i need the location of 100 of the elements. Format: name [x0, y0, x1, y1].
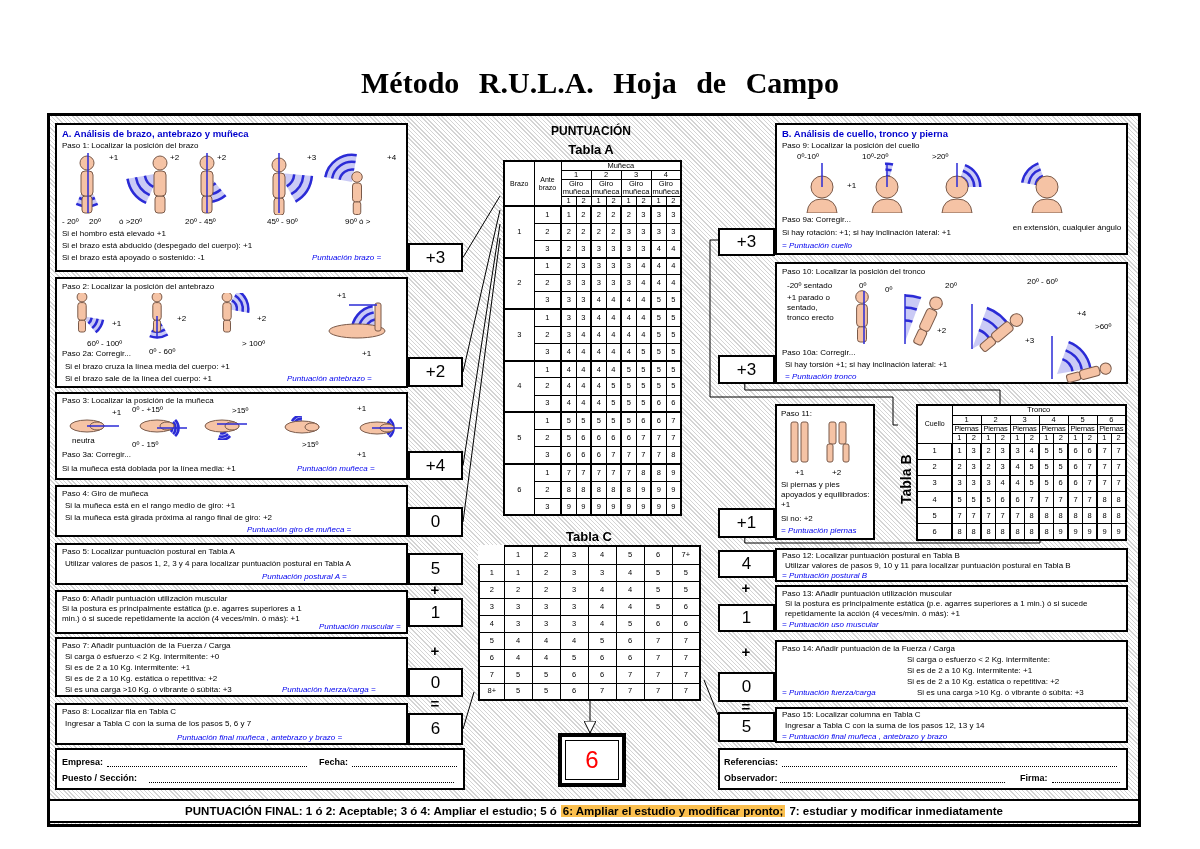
score-label: +4	[1077, 309, 1087, 319]
score-caption: Puntuación fuerza/carga =	[282, 685, 376, 695]
angle-label: 60º - 100º	[87, 339, 123, 349]
instruction-text: Si piernas y pies apoyados y equilibrados: +1	[781, 480, 871, 510]
step-title: Paso 10: Localizar la posición del tronco	[782, 267, 926, 277]
angle-label: 90º ó >	[345, 217, 371, 227]
score-label: +1	[357, 404, 367, 414]
arrow	[583, 699, 597, 734]
score-box: 5	[718, 712, 775, 742]
step-title: Paso 14: Añadir puntuación de la Fuerza / Carga	[782, 644, 955, 654]
score-caption: Puntuación muscular =	[319, 622, 401, 632]
step-panel	[775, 585, 1128, 632]
score-caption: Puntuación postural A =	[262, 572, 347, 582]
angle-label: 0º-10º	[797, 152, 819, 162]
instruction-text: Ingresar a Tabla C con la suma de los pasos 12, 13 y 14	[785, 721, 985, 731]
instruction-text: Si la muñeca está girada próxima al rango final de giro: +2	[65, 513, 272, 523]
leader-line	[462, 195, 501, 258]
step-panel	[775, 262, 1128, 384]
step-title: Paso 11:	[781, 409, 812, 419]
step-panel	[775, 548, 1128, 582]
score-scale-bar	[48, 799, 1140, 823]
instruction-text: Si carga o esfuerzo < 2 Kg. intermitente:	[907, 655, 1050, 665]
score-box: +3	[718, 355, 775, 384]
angle-label: >15º	[232, 406, 249, 416]
score-label: +1	[362, 349, 372, 359]
instruction-text: Si hay torsión +1; si hay inclinación lateral: +1	[785, 360, 948, 370]
instruction-text: Si la postura es principalmente estática (p.e. agarres superiores a 1 min.) ó si sucede repetidamente la acción (4 veces/min. ó más): +1	[62, 604, 303, 624]
step-title: Paso 2: Localizar la posición del antebrazo	[62, 282, 215, 292]
leader-line	[744, 383, 1001, 405]
instruction-text: Si hay rotación: +1; si hay inclinación lateral: +1	[782, 228, 951, 238]
instruction-text: Si es una carga >10 Kg. ó vibrante ó súbita: +3	[917, 688, 1084, 698]
angle-label: 0º	[885, 285, 893, 295]
score-box: +3	[408, 243, 463, 272]
operator-sign: +	[741, 645, 751, 659]
field-label: Observador:	[724, 773, 778, 783]
step-panel	[55, 590, 408, 634]
angle-label: neutra	[72, 436, 95, 446]
instruction-text: Si el hombro está elevado +1	[62, 229, 166, 239]
step-title: Paso 6: Añadir puntuación utilización muscular	[62, 594, 228, 604]
operator-sign: +	[430, 583, 440, 597]
angle-label: 45º - 90º	[267, 217, 298, 227]
instruction-text: Ingresar a Tabla C con la suma de los pasos 5, 6 y 7	[65, 719, 252, 729]
instruction-text: Si el brazo sale de la línea del cuerpo: +1	[65, 374, 212, 384]
instruction-text: Si el brazo está abducido (despegado del cuerpo): +1	[62, 241, 253, 251]
instruction-text: Si el brazo está apoyado o sostenido: -1	[62, 253, 205, 263]
step-title: Paso 1: Localizar la posición del brazo	[62, 141, 199, 151]
angle-label: ó >20º	[119, 217, 143, 227]
instruction-text: Si es una carga >10 Kg. ó vibrante ó súbita: +3	[65, 685, 232, 695]
table-title: Tabla A	[567, 142, 615, 158]
angle-label: 0º - +15º	[132, 405, 163, 415]
step-panel	[55, 637, 408, 697]
angle-label: 20º - 45º	[185, 217, 216, 227]
instruction-text: Si es de 2 a 10 Kg. intermitente: +1	[65, 663, 191, 673]
score-box: 6	[408, 713, 463, 745]
score-box: 4	[718, 550, 775, 578]
score-caption: = Puntuación final muñeca , antebrazo y brazo	[782, 732, 948, 742]
instruction-text: Si no: +2	[781, 514, 813, 524]
step-title: Paso 3: Localizar la posición de la muñeca	[62, 396, 214, 406]
instruction-text: en extensión, cualquier ángulo	[1012, 223, 1122, 233]
field-label: Fecha:	[319, 757, 348, 767]
score-label: +1	[109, 153, 119, 163]
field-label: Firma:	[1020, 773, 1048, 783]
step-panel	[775, 640, 1128, 702]
operator-sign: =	[741, 700, 751, 714]
step-title: Paso 13: Añadir puntuación utilización muscular	[782, 589, 952, 599]
step-title: Paso 2a: Corregir...	[62, 349, 131, 359]
step-title: Paso 7: Añadir puntuación de la Fuerza / Carga	[62, 641, 231, 651]
page-title: Método R.U.L.A. Hoja de Campo	[361, 66, 839, 100]
angle-label: 10º-20º	[862, 152, 889, 162]
step-title: Paso 4: Giro de muñeca	[62, 489, 149, 499]
angle-label: 20º	[945, 281, 957, 291]
field-label: Puesto / Sección:	[62, 773, 138, 783]
result-box: 6	[558, 733, 626, 787]
section-heading: B. Análisis de cuello, tronco y pierna	[782, 128, 948, 139]
score-caption: Puntuación muñeca =	[297, 464, 375, 474]
score-caption: Puntuación final muñeca , antebrazo y brazo =	[177, 733, 343, 743]
score-label: +1 parado o sentado, tronco erecto	[787, 293, 835, 323]
score-label: +2	[170, 153, 180, 163]
leader-line	[744, 537, 1041, 544]
field-label: Empresa:	[62, 757, 104, 767]
angle-label: 0º - 60º	[149, 347, 176, 357]
step-title: Paso 15: Localizar columna en Tabla C	[782, 710, 921, 720]
form-panel	[718, 748, 1128, 790]
angle-label: >60º	[1095, 322, 1112, 332]
step-title: Paso 8: Localizar fila en Tabla C	[62, 707, 177, 717]
section-heading: A. Análisis de brazo, antebrazo y muñeca	[62, 128, 249, 139]
score-label: +2	[937, 326, 947, 336]
score-label: +1	[795, 468, 805, 478]
score-label: +2	[177, 314, 187, 324]
score-box: 0	[408, 507, 463, 537]
score-caption: Puntuación brazo =	[312, 253, 382, 263]
score-label: +1	[337, 291, 347, 301]
score-label: +2	[257, 314, 267, 324]
score-box: 1	[408, 598, 463, 627]
score-box: +4	[408, 451, 463, 480]
operator-sign: +	[741, 581, 751, 595]
instruction-text: Si es de 2 a 10 Kg. estática o repetitiva: +2	[65, 674, 218, 684]
score-label: +3	[307, 153, 317, 163]
instruction-text: Si es de 2 a 10 Kg. intermitente: +1	[907, 666, 1033, 676]
angle-label: >15º	[302, 440, 319, 450]
